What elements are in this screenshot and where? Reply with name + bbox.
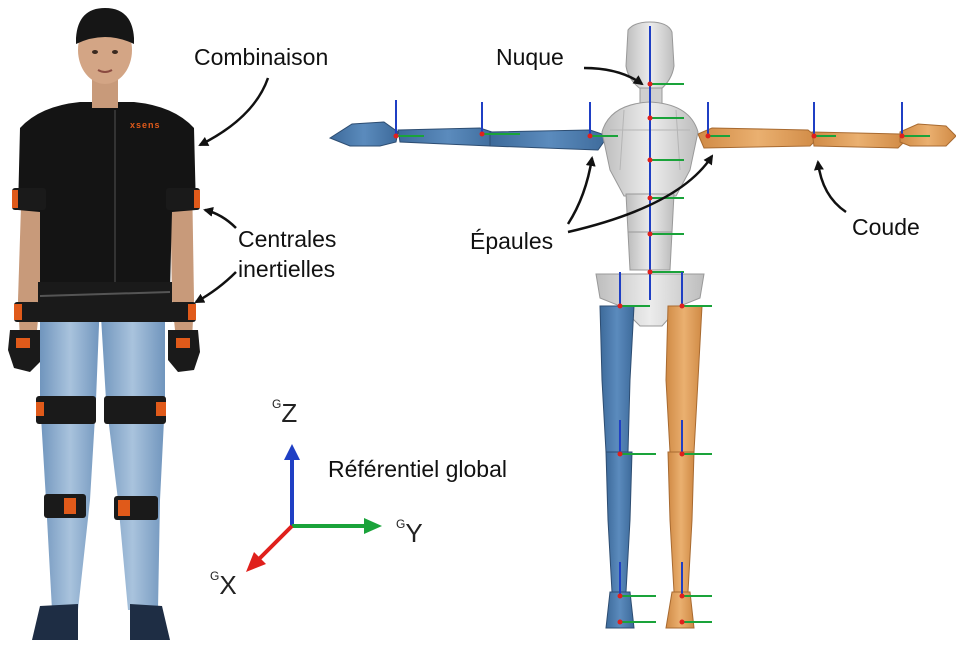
sensor-accent: [16, 338, 30, 348]
axis-label-z: GZ: [272, 400, 297, 426]
arrow-shoulder-left: [568, 158, 592, 224]
label-sensors-line1: Centrales: [238, 228, 336, 251]
label-sensors-line2: inertielles: [238, 258, 335, 281]
axis-label-y: GY: [396, 520, 423, 546]
axis-label-x-sup: G: [210, 569, 219, 583]
left-shoe: [32, 604, 78, 640]
arrow-sensors-upper: [205, 210, 236, 228]
thigh-sensor-strap-left: [36, 396, 96, 424]
sensor-accent: [176, 338, 190, 348]
label-shoulders: Épaules: [470, 230, 553, 253]
axis-label-y-sup: G: [396, 517, 405, 531]
person-in-mocap-suit: xsens: [8, 8, 200, 640]
sensor-accent: [188, 304, 196, 320]
label-neck: Nuque: [496, 46, 564, 69]
segment-right-forearm: [812, 132, 904, 148]
axis-label-x: GX: [210, 572, 237, 598]
glove-left: [8, 330, 40, 372]
axis-label-x-letter: X: [219, 570, 236, 600]
sensor-accent: [156, 402, 166, 416]
sensor-accent: [14, 304, 22, 320]
segment-right-upper-arm: [698, 128, 818, 148]
arrow-suit: [200, 78, 268, 145]
segment-left-hand: [330, 122, 398, 146]
sensor-accent: [118, 500, 130, 516]
eye-right: [112, 50, 118, 54]
label-elbow: Coude: [852, 216, 920, 239]
sensor-accent: [36, 402, 44, 416]
eye-left: [92, 50, 98, 54]
right-leg: [100, 300, 165, 610]
left-leg: [40, 300, 100, 610]
axis-x: [258, 526, 292, 560]
sensor-accent: [12, 190, 18, 208]
arrow-sensors-lower: [196, 272, 236, 302]
sensor-accent: [64, 498, 76, 514]
right-shoe: [130, 604, 170, 640]
suit-belt: [38, 282, 172, 322]
suit-brand-text: xsens: [130, 120, 161, 130]
segment-left-thigh: [600, 306, 634, 452]
label-global-frame: Référentiel global: [328, 458, 507, 481]
axis-y-arrowhead: [364, 518, 382, 534]
sensor-accent: [194, 190, 200, 208]
arrow-elbow: [818, 162, 846, 212]
axis-label-z-letter: Z: [281, 398, 297, 428]
glove-right: [168, 330, 200, 372]
axis-label-y-letter: Y: [405, 518, 422, 548]
skeleton-model: [330, 22, 956, 628]
axis-label-z-sup: G: [272, 397, 281, 411]
label-suit: Combinaison: [194, 46, 328, 69]
axis-z-arrowhead: [284, 444, 300, 460]
segment-right-thigh: [666, 306, 702, 452]
